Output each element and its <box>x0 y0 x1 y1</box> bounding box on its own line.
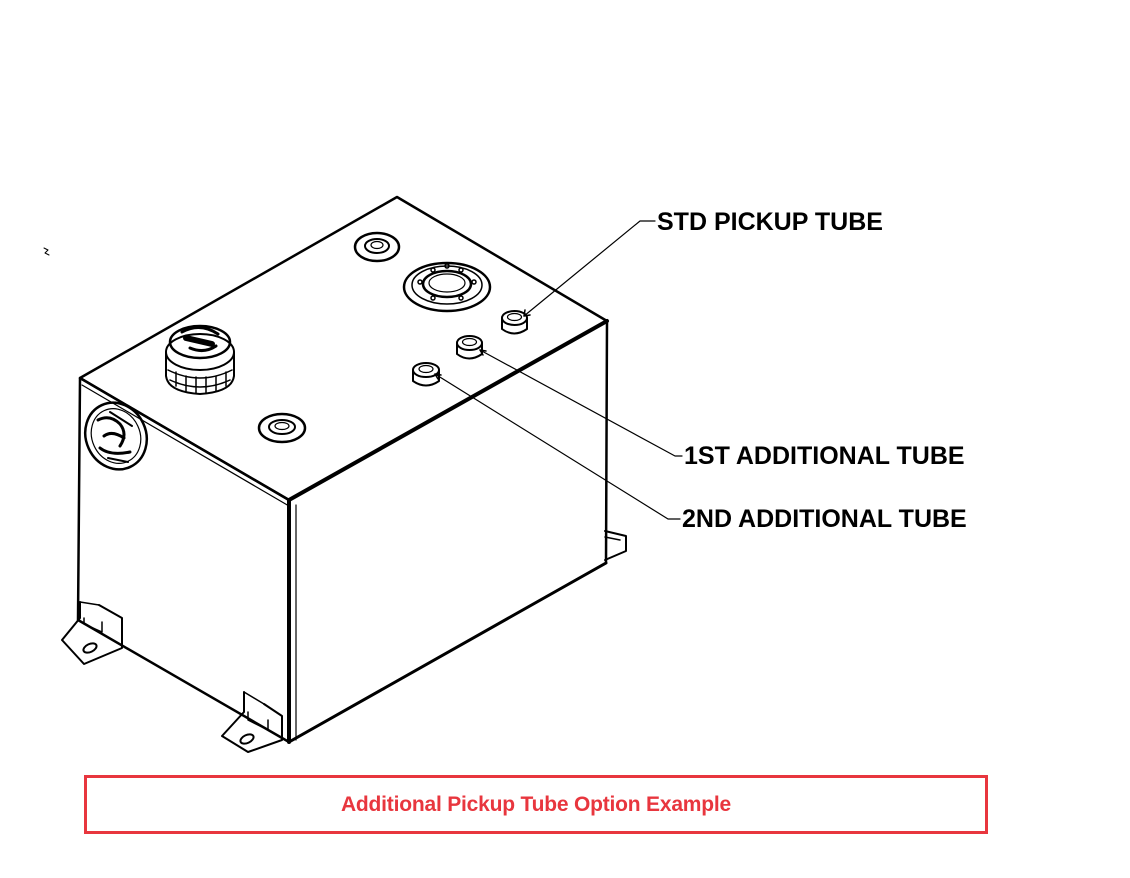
callout-std-pickup-tube: STD PICKUP TUBE <box>657 208 883 236</box>
stray-mark <box>43 247 50 256</box>
std-pickup-tube-bung <box>501 310 528 335</box>
callout-1st-additional-tube: 1ST ADDITIONAL TUBE <box>684 442 965 470</box>
mounting-bracket-left <box>61 601 123 665</box>
sender-flange <box>402 261 492 313</box>
bung-front <box>257 412 307 444</box>
leader-second <box>434 373 681 520</box>
caption-box: Additional Pickup Tube Option Example <box>84 775 988 834</box>
mounting-bracket-front <box>221 691 283 753</box>
first-additional-tube-bung <box>456 335 483 360</box>
leader-std <box>523 220 656 317</box>
bung-back <box>353 231 401 263</box>
callout-2nd-additional-tube: 2ND ADDITIONAL TUBE <box>682 505 967 533</box>
mounting-flange-back <box>604 530 627 561</box>
logo-badge <box>83 401 149 471</box>
fuel-cap <box>165 324 235 395</box>
caption-text: Additional Pickup Tube Option Example <box>340 792 732 816</box>
leader-first <box>479 349 683 457</box>
leader-lines <box>434 220 683 520</box>
tank-body <box>76 195 609 744</box>
tank-right-face <box>287 319 609 744</box>
tank-top-face <box>78 195 609 502</box>
second-additional-tube-bung <box>412 362 440 387</box>
